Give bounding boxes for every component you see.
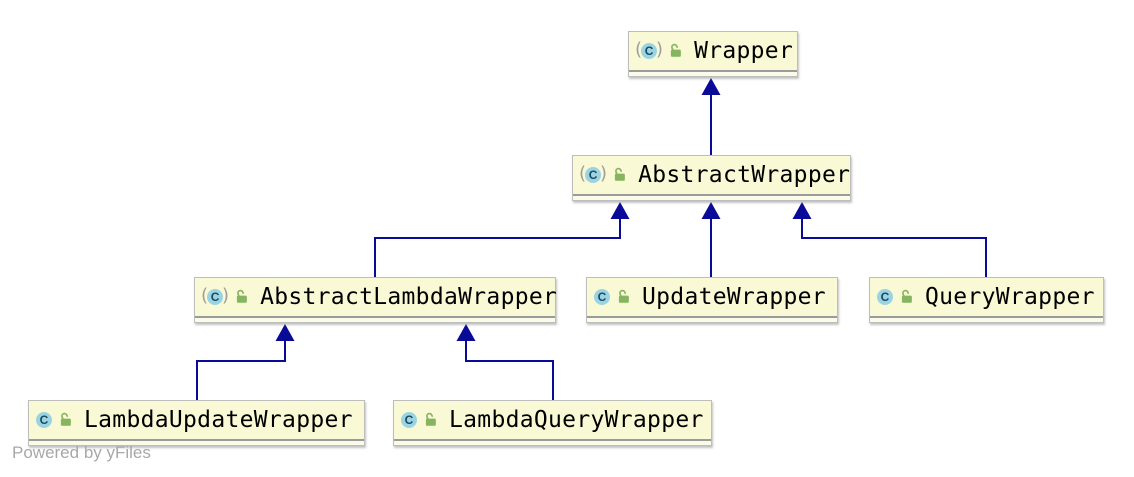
class-node-lambda-update-wrapper[interactable]: C LambdaUpdateWrapper	[28, 400, 365, 446]
abstract-paren-right: )	[656, 38, 664, 60]
class-name-label: QueryWrapper	[925, 283, 1095, 310]
arrowhead	[610, 202, 630, 219]
unlocked-padlock-icon	[901, 289, 912, 303]
public-visibility-lock-icon	[612, 167, 627, 182]
arrowhead	[701, 78, 721, 95]
class-icon: C	[877, 288, 914, 305]
class-node-query-wrapper[interactable]: C QueryWrapper	[869, 277, 1104, 323]
public-visibility-lock-icon	[58, 412, 73, 427]
class-circle-icon: C	[594, 288, 610, 305]
abstract-class-icon: (C)	[635, 38, 683, 60]
class-circle-icon: C	[585, 166, 602, 183]
class-name-label: LambdaQueryWrapper	[449, 406, 704, 433]
inheritance-edge-AbstractLambdaWrapper-to-AbstractWrapper[interactable]	[374, 202, 630, 277]
unlocked-padlock-icon	[236, 289, 247, 303]
public-visibility-lock-icon	[234, 289, 249, 304]
class-name-label: LambdaUpdateWrapper	[84, 406, 353, 433]
class-node-abstract-lambda-wrapper[interactable]: (C) AbstractLambdaWrapper	[194, 277, 558, 323]
class-node-wrapper[interactable]: (C) Wrapper	[628, 31, 798, 77]
inheritance-edge-QueryWrapper-to-AbstractWrapper[interactable]	[792, 202, 987, 277]
class-circle-icon: C	[207, 288, 224, 305]
abstract-paren-left: (	[635, 38, 643, 60]
unlocked-padlock-icon	[614, 167, 625, 181]
abstract-paren-right: )	[222, 284, 230, 306]
public-visibility-lock-icon	[899, 289, 914, 304]
public-visibility-lock-icon	[423, 412, 438, 427]
abstract-paren-left: (	[579, 162, 587, 184]
abstract-class-icon: (C)	[579, 162, 627, 184]
abstract-paren-left: (	[201, 284, 209, 306]
yfiles-watermark: Powered by yFiles	[12, 443, 151, 462]
class-node-abstract-wrapper[interactable]: (C) AbstractWrapper	[572, 155, 851, 201]
arrowhead	[792, 202, 812, 219]
class-icon: C	[36, 411, 73, 428]
unlocked-padlock-icon	[670, 43, 681, 57]
class-node-update-wrapper[interactable]: C UpdateWrapper	[586, 277, 838, 323]
arrowhead	[275, 324, 295, 341]
inheritance-edge-LambdaQueryWrapper-to-AbstractLambdaWrapper[interactable]	[456, 324, 554, 400]
unlocked-padlock-icon	[618, 289, 629, 303]
public-visibility-lock-icon	[616, 289, 631, 304]
abstract-paren-right: )	[600, 162, 608, 184]
class-circle-icon: C	[36, 411, 52, 428]
class-icon: C	[594, 288, 631, 305]
inheritance-edge-LambdaUpdateWrapper-to-AbstractLambdaWrapper[interactable]	[196, 324, 295, 400]
inheritance-edge-AbstractWrapper-to-Wrapper[interactable]	[701, 78, 721, 155]
class-node-lambda-query-wrapper[interactable]: C LambdaQueryWrapper	[393, 400, 712, 446]
class-circle-icon: C	[877, 288, 893, 305]
arrowhead	[701, 202, 721, 219]
class-circle-icon: C	[401, 411, 417, 428]
class-name-label: AbstractLambdaWrapper	[260, 283, 558, 310]
arrowhead	[456, 324, 476, 341]
class-icon: C	[401, 411, 438, 428]
class-name-label: UpdateWrapper	[642, 283, 826, 310]
unlocked-padlock-icon	[60, 412, 71, 426]
unlocked-padlock-icon	[425, 412, 436, 426]
class-name-label: AbstractWrapper	[638, 161, 851, 188]
public-visibility-lock-icon	[668, 43, 683, 58]
class-circle-icon: C	[641, 42, 658, 59]
abstract-class-icon: (C)	[201, 284, 249, 306]
inheritance-edge-UpdateWrapper-to-AbstractWrapper[interactable]	[701, 202, 721, 277]
class-name-label: Wrapper	[694, 37, 794, 64]
